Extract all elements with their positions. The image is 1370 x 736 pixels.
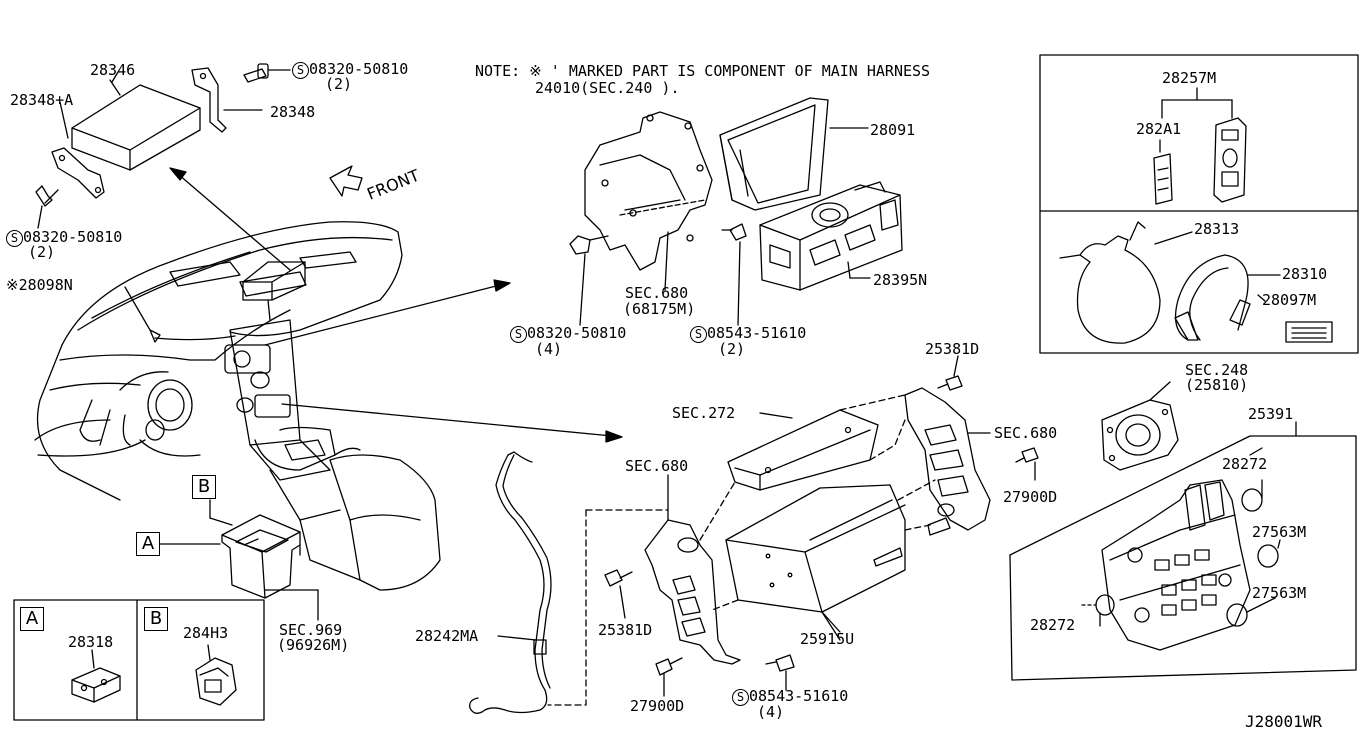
screw-qty-bot: (4) [757, 703, 785, 721]
diagram-id: J28001WR [1245, 712, 1323, 731]
screw-qty-mid: (4) [535, 340, 563, 358]
module-28346 [35, 63, 291, 229]
dashboard-illustration [34, 221, 441, 591]
callout-sec680-b: SEC.680 [625, 457, 689, 475]
callout-28242ma: 28242MA [415, 627, 479, 645]
callout-27563m-a: 27563M [1252, 523, 1307, 541]
callout-25391: 25391 [1248, 405, 1294, 423]
callout-28346: 28346 [90, 61, 136, 79]
screw-qty-mid2: (2) [718, 340, 746, 358]
panel-group-frame [1009, 435, 1357, 681]
callout-sec248-ref: (25810) [1185, 376, 1249, 394]
control-panel-25391 [1081, 479, 1281, 651]
callout-25915u: 25915U [800, 630, 855, 648]
callout-284h3: 284H3 [183, 624, 229, 642]
part-28318 [71, 649, 121, 703]
callout-28348a: 28348+A [10, 91, 74, 109]
callout-28272-left: 28272 [1030, 616, 1076, 634]
note-text-2: 24010(SEC.240 ). [535, 79, 680, 97]
headphone-kit [1059, 221, 1333, 344]
callout-28257m: 28257M [1162, 69, 1217, 87]
bezel-sec969 [159, 499, 319, 621]
screw-symbol-icon: S [6, 230, 23, 247]
detail-box-b-label: B [144, 607, 168, 631]
callout-282a1: 282A1 [1136, 120, 1182, 138]
callout-27900d-bot: 27900D [630, 697, 685, 715]
callout-25381d-top: 25381D [925, 340, 980, 358]
callout-sec969-ref: (96926M) [277, 636, 350, 654]
screw-part-number: 08543-51610 [749, 687, 849, 705]
screw-symbol-icon: S [732, 689, 749, 706]
speaker-sec248 [1101, 381, 1179, 471]
screw-symbol-icon: S [292, 62, 309, 79]
unit-28395n [759, 181, 903, 291]
callout-27563m-b: 27563M [1252, 584, 1307, 602]
note-text: NOTE: ※ ' MARKED PART IS COMPONENT OF MA… [475, 62, 931, 80]
callout-28091: 28091 [870, 121, 916, 139]
callout-sec248: SEC.248 [1185, 361, 1249, 379]
remote-kit [1153, 87, 1247, 205]
callout-sec969: SEC.969 [279, 621, 343, 639]
callout-28395n: 28395N [873, 271, 928, 289]
callout-sec680-a-ref: (68175M) [623, 300, 696, 318]
screw-qty-left: (2) [28, 243, 56, 261]
callout-sec272: SEC.272 [672, 404, 736, 422]
callout-28272-top: 28272 [1222, 455, 1268, 473]
callout-28097m: 28097M [1262, 291, 1317, 309]
screw-part-number: 08320-50810 [309, 60, 409, 78]
screw-symbol-icon: S [690, 326, 707, 343]
detail-box-a-label: A [20, 607, 44, 631]
view-marker-b: B [192, 475, 216, 499]
callout-28098n: ※28098N [6, 276, 73, 294]
display-28091 [719, 97, 869, 211]
screw-qty-top: (2) [325, 75, 353, 93]
callout-25381d-bot: 25381D [598, 621, 653, 639]
audio-unit-group [547, 355, 1039, 706]
callout-28310: 28310 [1282, 265, 1328, 283]
callout-28348: 28348 [270, 103, 316, 121]
callout-sec680-a: SEC.680 [625, 284, 689, 302]
screw-part-number: 08543-51610 [707, 324, 807, 342]
callout-sec680-c: SEC.680 [994, 424, 1058, 442]
screw-part-number: 08320-50810 [527, 324, 627, 342]
callout-28318: 28318 [68, 633, 114, 651]
callout-28313: 28313 [1194, 220, 1240, 238]
part-284h3 [195, 644, 237, 706]
nav-bracket [569, 111, 747, 326]
view-marker-a: A [136, 532, 160, 556]
screw-part-number: 08320-50810 [23, 228, 123, 246]
harness-28242ma [469, 451, 552, 714]
callout-27900d-right: 27900D [1003, 488, 1058, 506]
screw-symbol-icon: S [510, 326, 527, 343]
